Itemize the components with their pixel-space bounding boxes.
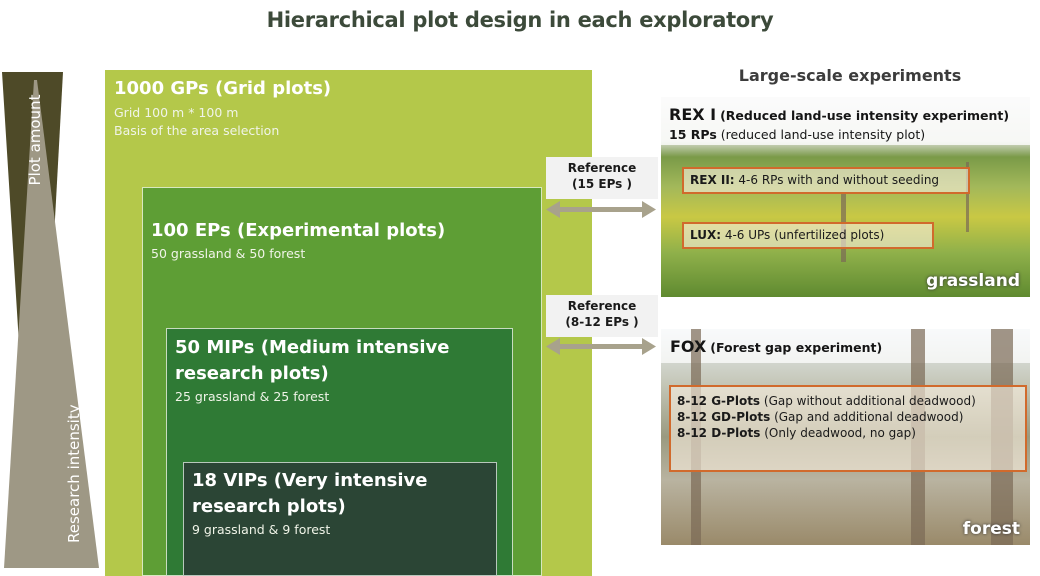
fox-title-line: FOX (Forest gap experiment) [670, 337, 882, 358]
fox-subtitle: (Forest gap experiment) [710, 340, 883, 355]
forest-header-overlay [661, 329, 1030, 363]
mip-heading-line1: 50 MIPs (Medium intensive [175, 337, 450, 358]
list-item: 8-12 G-Plots (Gap without additional dea… [677, 394, 976, 408]
mip-split: 25 grassland & 25 forest [175, 389, 330, 404]
research-intensity-wedge [4, 80, 99, 568]
very-intensive-plots-box: 18 VIPs (Very intensive research plots) … [183, 462, 497, 576]
list-item: 8-12 GD-Plots (Gap and additional deadwo… [677, 410, 964, 425]
rex2-desc: 4-6 RPs with and without seeding [734, 173, 940, 187]
fence-post [966, 162, 969, 232]
intensity-wedges [2, 72, 99, 568]
fox-title: FOX [670, 337, 707, 356]
experimental-plots-split: 50 grassland & 50 forest [151, 246, 306, 261]
vip-split: 9 grassland & 9 forest [192, 522, 331, 537]
research-intensity-label: Research intensity [65, 404, 83, 543]
page-title: Hierarchical plot design in each explora… [266, 8, 774, 32]
grassland-label: grassland [926, 271, 1020, 291]
rex-title: REX I [669, 105, 717, 124]
grassland-photo-panel: REX I (Reduced land-use intensity experi… [661, 97, 1030, 297]
large-scale-title: Large-scale experiments [738, 66, 962, 85]
grassland-header-overlay [661, 97, 1030, 145]
rex2-box: REX II: 4-6 RPs with and without seeding [682, 167, 970, 194]
grid-plots-heading: 1000 GPs (Grid plots) [114, 78, 332, 99]
grid-plots-size: Grid 100 m * 100 m [114, 105, 239, 120]
forest-label: forest [962, 519, 1020, 539]
mip-heading-line2: research plots) [175, 363, 329, 384]
rex-subtitle: (Reduced land-use intensity experiment) [720, 108, 1010, 123]
forest-photo-panel: FOX (Forest gap experiment) 8-12 G-Plots… [661, 329, 1030, 545]
vip-heading-line1: 18 VIPs (Very intensive [192, 470, 428, 491]
reference-count: (8-12 EPs ) [565, 315, 639, 330]
reference-label-grassland: Reference (15 EPs ) [546, 157, 658, 199]
reference-label-forest: Reference (8-12 EPs ) [546, 295, 658, 337]
fox-plots-box: 8-12 G-Plots (Gap without additional dea… [669, 385, 1027, 472]
lux-desc: 4-6 UPs (unfertilized plots) [721, 228, 885, 242]
lux-label: LUX: [690, 228, 722, 242]
reference-title: Reference [567, 161, 637, 175]
rp-count: 15 RPs [669, 127, 717, 142]
experimental-plots-heading: 100 EPs (Experimental plots) [151, 220, 446, 241]
reference-title: Reference [567, 299, 637, 313]
rex2-label: REX II: [690, 173, 735, 187]
reference-count: (15 EPs ) [572, 177, 632, 192]
plot-amount-label: Plot amount [26, 94, 44, 186]
rex-title-line: REX I (Reduced land-use intensity experi… [669, 105, 1009, 126]
rp-desc: (reduced land-use intensity plot) [716, 127, 926, 142]
rp-line: 15 RPs (reduced land-use intensity plot) [669, 127, 925, 143]
vip-heading-line2: research plots) [192, 496, 346, 517]
lux-box: LUX: 4-6 UPs (unfertilized plots) [682, 222, 934, 249]
list-item: 8-12 D-Plots (Only deadwood, no gap) [677, 426, 916, 441]
grid-plots-basis: Basis of the area selection [114, 123, 280, 138]
